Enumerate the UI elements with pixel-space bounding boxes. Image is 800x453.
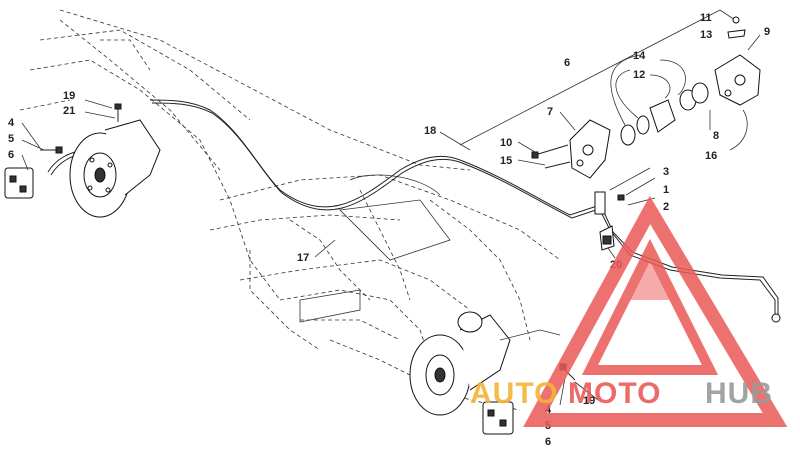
watermark-text-moto: MOTO — [568, 377, 661, 410]
callout-6-bottom: 6 — [545, 436, 551, 448]
callout-4-top: 4 — [8, 117, 15, 129]
callout-16: 16 — [705, 150, 717, 162]
callout-4-bottom: 4 — [545, 404, 552, 416]
floor-panel — [299, 174, 451, 323]
callout-10: 10 — [500, 137, 512, 149]
callout-6-top: 6 — [8, 149, 14, 161]
callout-11: 11 — [700, 12, 712, 24]
watermark-text-hub: HUB — [705, 377, 773, 410]
callout-13: 13 — [700, 29, 712, 41]
left-brake-disc — [69, 119, 161, 218]
callout-2: 2 — [663, 201, 669, 213]
callout-7: 7 — [547, 106, 553, 118]
watermark-wordmark: AUTO MOTO HUB — [470, 377, 773, 410]
callout-labels: 11 13 9 6 14 12 7 8 16 18 10 15 3 1 2 19… — [8, 12, 770, 448]
callout-19-bottom: 19 — [583, 395, 595, 407]
callout-8: 8 — [713, 130, 719, 142]
callout-5-top: 5 — [8, 133, 14, 145]
callout-17: 17 — [297, 252, 309, 264]
callout-6: 6 — [564, 57, 570, 69]
callout-3: 3 — [663, 166, 669, 178]
right-brake-disc — [409, 311, 561, 416]
watermark-triangle — [523, 195, 788, 427]
right-caliper — [482, 401, 514, 435]
master-cylinder-group — [459, 9, 761, 179]
callout-18: 18 — [424, 125, 436, 137]
watermark-text-auto: AUTO — [470, 377, 558, 410]
callout-leaders — [21, 99, 616, 406]
callout-19-top: 19 — [63, 90, 75, 102]
bracket-assembly — [594, 167, 656, 251]
left-caliper — [4, 167, 34, 199]
callout-1: 1 — [663, 184, 669, 196]
callout-15: 15 — [500, 155, 512, 167]
left-bolts — [40, 103, 122, 154]
callout-21: 21 — [63, 105, 75, 117]
callout-14: 14 — [633, 50, 646, 62]
callout-12: 12 — [633, 69, 645, 81]
brake-line-18 — [149, 99, 603, 219]
callout-9: 9 — [764, 26, 770, 38]
watermark-logo — [523, 195, 788, 427]
